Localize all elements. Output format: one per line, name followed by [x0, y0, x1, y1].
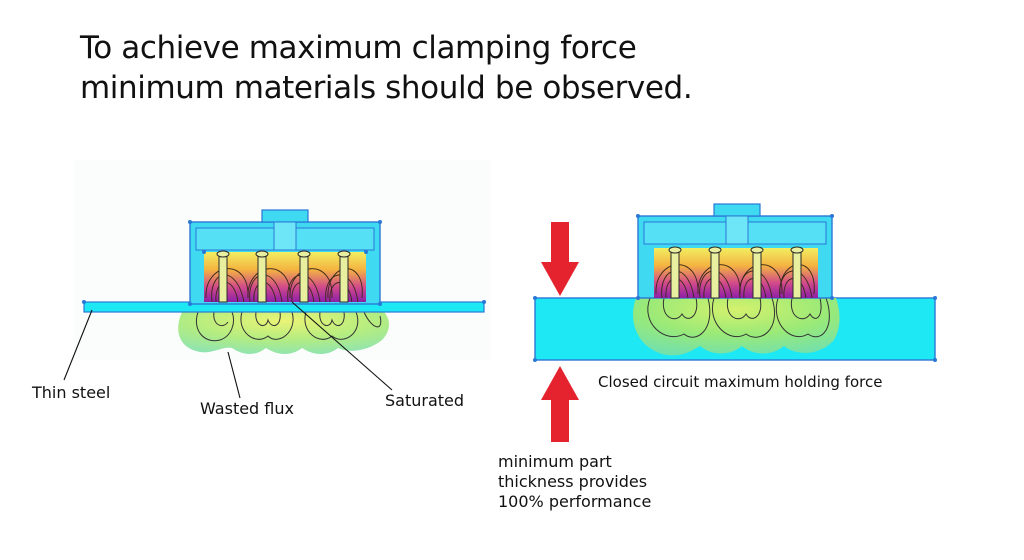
title-line-2: minimum materials should be observed. — [80, 70, 693, 106]
note-line-3: 100% performance — [498, 492, 652, 511]
note-minimum-thickness: minimum part thickness provides 100% per… — [498, 452, 651, 512]
wasted-flux-field — [178, 311, 389, 354]
page-title: To achieve maximum clamping force minimu… — [80, 28, 693, 108]
label-wasted-flux: Wasted flux — [200, 399, 294, 418]
label-closed-circuit: Closed circuit maximum holding force — [598, 373, 883, 391]
right-magnet-stud — [713, 203, 761, 217]
left-magnet-stem — [273, 221, 297, 251]
title-line-1: To achieve maximum clamping force — [80, 30, 637, 66]
left-mesh-nodes — [82, 220, 486, 306]
right-magnet-assembly — [533, 203, 937, 442]
contained-flux-field — [633, 297, 840, 356]
left-leader-lines — [63, 301, 393, 399]
left-pole-bolts — [216, 250, 351, 303]
note-line-2: thickness provides — [498, 472, 648, 491]
label-saturated: Saturated — [385, 391, 465, 410]
left-magnet-stud — [261, 209, 309, 223]
left-field-lines — [205, 268, 363, 303]
note-line-1: minimum part — [498, 452, 612, 471]
compression-arrow-top — [541, 222, 579, 296]
label-thin-steel: Thin steel — [32, 383, 111, 402]
right-pole-bolts — [668, 246, 804, 299]
right-mesh-nodes — [533, 214, 937, 362]
right-magnet-stem — [725, 215, 749, 245]
left-magnet-assembly — [63, 160, 490, 399]
compression-arrow-bottom — [541, 366, 579, 442]
